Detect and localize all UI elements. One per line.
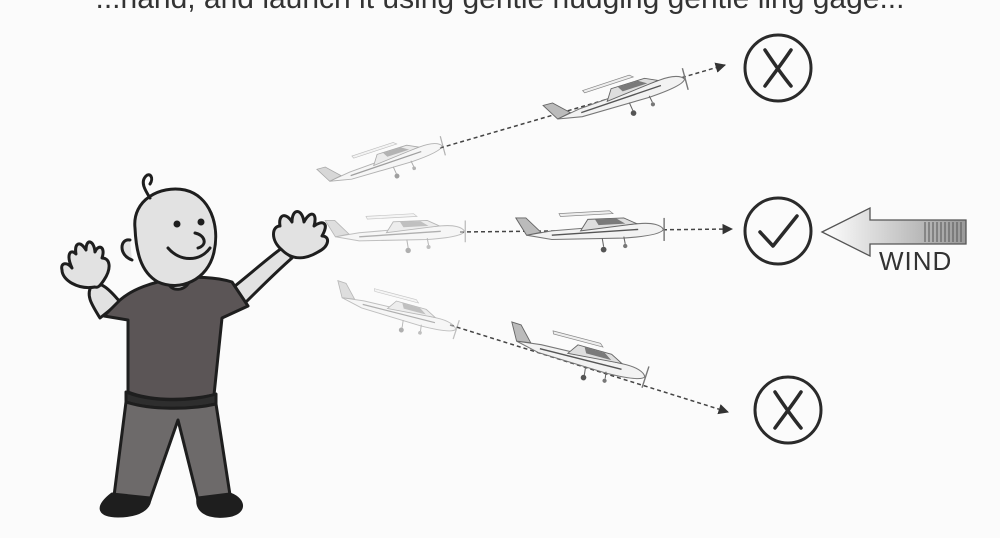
- cross-circle-icon: [755, 377, 821, 443]
- airplane-icon: [516, 211, 664, 253]
- wind-label: WIND: [879, 246, 952, 277]
- cross-circle-icon: [745, 35, 811, 101]
- boy-figure: [62, 175, 328, 517]
- airplane-icon: [329, 275, 462, 349]
- airplane-icon: [315, 130, 448, 198]
- airplane-icon: [541, 61, 691, 138]
- flight-path-bottom: [450, 325, 728, 412]
- airplane-icon: [325, 214, 465, 253]
- check-circle-icon: [745, 198, 811, 264]
- airplane-icon: [501, 315, 651, 398]
